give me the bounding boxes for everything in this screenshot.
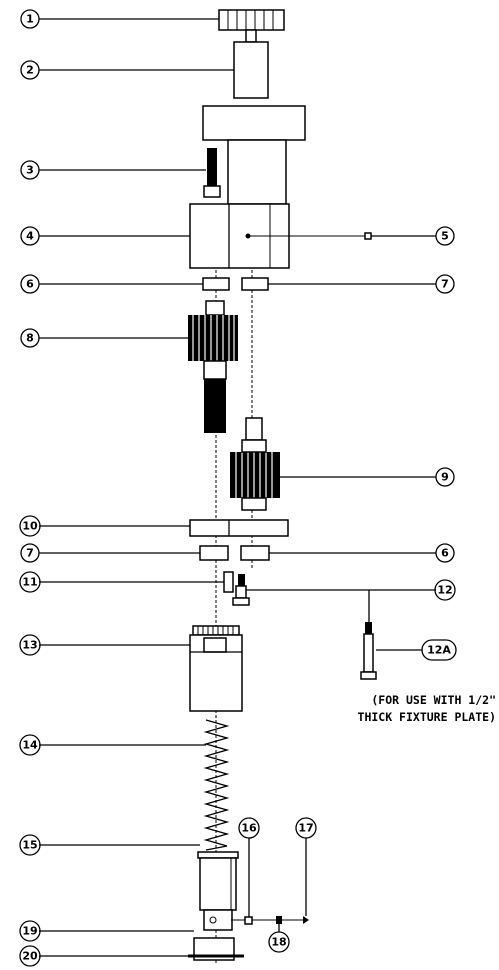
svg-text:14: 14	[22, 739, 38, 752]
svg-text:16: 16	[241, 822, 257, 835]
svg-text:4: 4	[26, 230, 34, 243]
part-12-screw	[232, 574, 250, 606]
part-7-washer-bottom	[199, 545, 229, 561]
callout-16: 16	[238, 817, 260, 839]
svg-text:7: 7	[26, 547, 34, 560]
svg-text:12: 12	[437, 584, 452, 597]
callout-20: 20	[19, 945, 41, 967]
svg-text:18: 18	[271, 936, 286, 949]
callout-19: 19	[19, 920, 41, 942]
leader-lines	[39, 18, 436, 957]
callout-7: 7	[435, 274, 455, 294]
note-line-2: THICK FIXTURE PLATE)	[358, 710, 496, 724]
callout-7-lower: 7	[20, 543, 40, 563]
callout-6: 6	[20, 274, 40, 294]
svg-text:6: 6	[441, 547, 449, 560]
svg-text:11: 11	[22, 576, 37, 589]
callout-8: 8	[20, 328, 40, 348]
callout-6-lower: 6	[435, 543, 455, 563]
part-1-knob	[218, 9, 285, 43]
svg-text:19: 19	[22, 925, 37, 938]
callout-14: 14	[19, 734, 41, 756]
callout-12: 12	[434, 579, 456, 601]
part-2-cylinder	[233, 41, 269, 99]
callout-2: 2	[20, 60, 40, 80]
part-14-spring	[203, 719, 230, 851]
callout-17: 17	[295, 817, 317, 839]
part-10-plate	[189, 519, 289, 537]
svg-text:13: 13	[22, 639, 37, 652]
part-6-washer-top	[202, 277, 230, 291]
part-9-adjuster	[230, 417, 280, 511]
callout-5: 5	[435, 226, 455, 246]
part-11-pin	[223, 571, 234, 593]
svg-text:15: 15	[22, 839, 37, 852]
part-7-washer-top	[241, 277, 269, 291]
callout-4: 4	[20, 226, 40, 246]
svg-text:17: 17	[298, 822, 313, 835]
part-8-adjuster	[188, 300, 238, 433]
svg-text:1: 1	[26, 13, 34, 26]
part-13-housing	[189, 625, 243, 712]
svg-text:20: 20	[22, 950, 38, 963]
callout-15: 15	[19, 834, 41, 856]
upper-housing	[202, 105, 306, 205]
part-3-screw	[203, 148, 221, 198]
callout-9: 9	[435, 467, 455, 487]
callout-18: 18	[268, 931, 290, 953]
svg-text:3: 3	[26, 164, 34, 177]
svg-text:8: 8	[26, 332, 34, 345]
part-15-plunger	[197, 851, 239, 931]
callout-10: 10	[19, 515, 41, 537]
callout-11: 11	[19, 571, 41, 593]
callout-1: 1	[20, 9, 40, 29]
note-line-1: (FOR USE WITH 1/2"	[371, 693, 496, 707]
svg-text:7: 7	[441, 278, 449, 291]
callout-3: 3	[20, 160, 40, 180]
svg-text:10: 10	[22, 520, 38, 533]
callout-13: 13	[19, 634, 41, 656]
svg-text:12A: 12A	[427, 644, 451, 657]
parts-16-17-18-pin	[231, 916, 309, 925]
svg-text:6: 6	[26, 278, 34, 291]
callout-12a: 12A	[421, 639, 457, 661]
part-12a-screw	[360, 622, 377, 680]
svg-text:2: 2	[26, 64, 34, 77]
svg-text:9: 9	[441, 471, 449, 484]
svg-text:5: 5	[441, 230, 449, 243]
part-6-washer-bottom	[240, 545, 270, 561]
